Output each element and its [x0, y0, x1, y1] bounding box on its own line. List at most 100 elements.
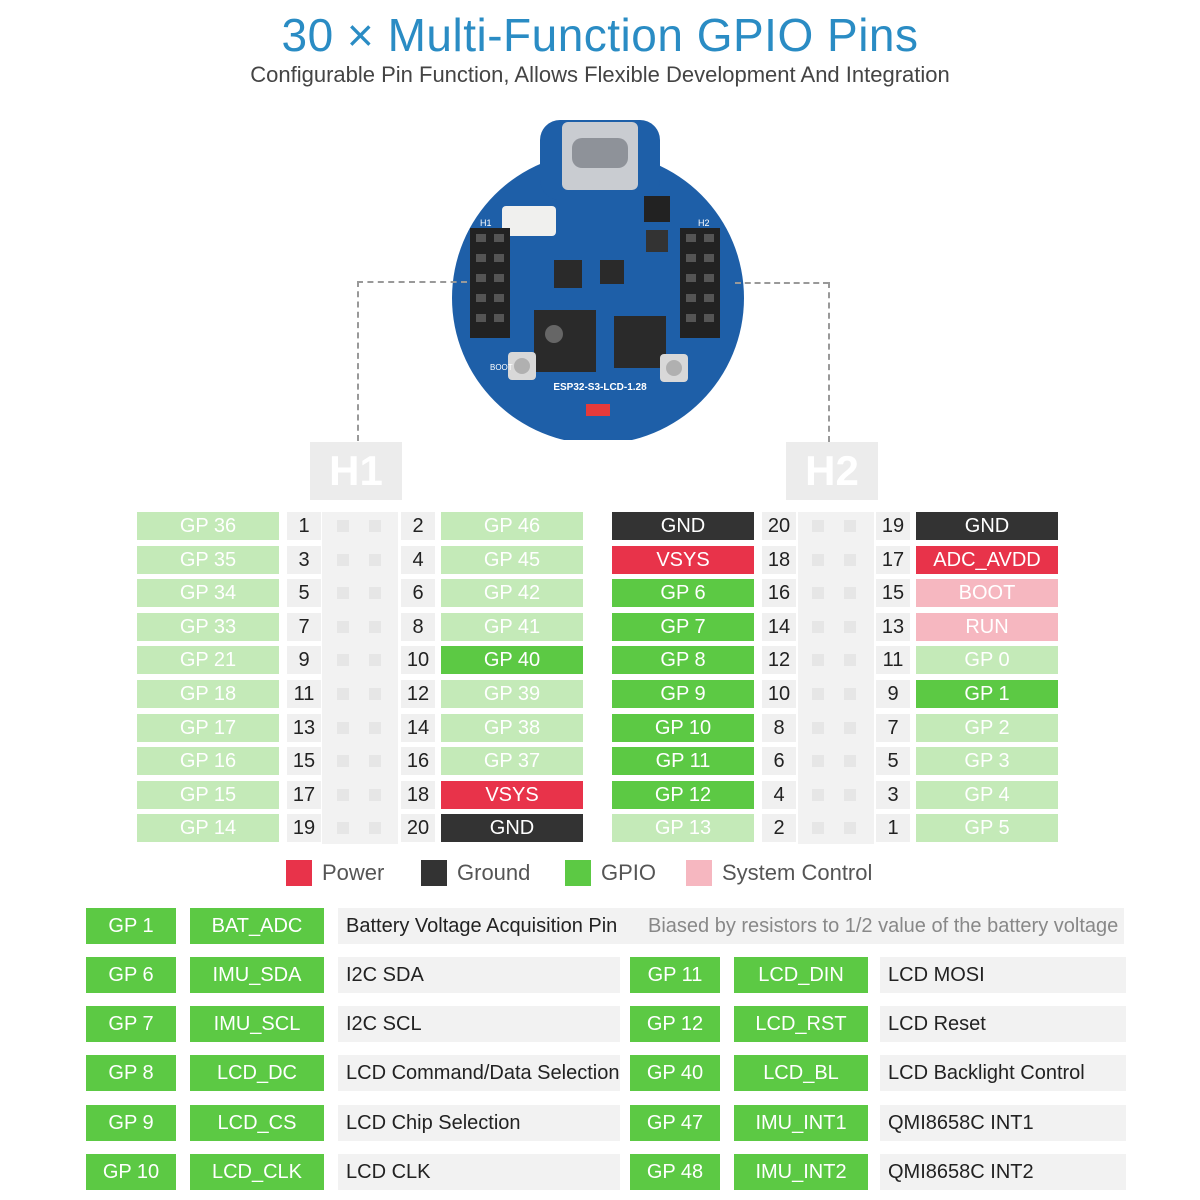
pin-label: GP 46 [441, 512, 583, 540]
pin-pad [844, 822, 856, 835]
pin-number: 13 [876, 612, 910, 641]
pin-label: GP 38 [441, 713, 583, 742]
pin-number: 4 [762, 780, 796, 809]
pin-label: GP 14 [137, 814, 279, 843]
pin-pad [337, 788, 349, 801]
pin-pad [812, 654, 824, 667]
pin-label: BOOT [916, 579, 1058, 608]
pin-number: 3 [287, 545, 321, 574]
pin-pad [337, 620, 349, 633]
pin-label: GP 33 [137, 612, 279, 641]
legend-label: Ground [457, 860, 531, 885]
function-pin: GP 6 [86, 957, 176, 993]
pin-pad [844, 520, 856, 532]
page-subtitle: Configurable Pin Function, Allows Flexib… [250, 62, 950, 87]
function-pin: GP 47 [630, 1104, 720, 1141]
pin-label: GP 34 [137, 579, 279, 608]
pin-pad [369, 822, 381, 835]
pin-pad [337, 587, 349, 600]
pin-pad [812, 520, 824, 532]
pin-label: GP 3 [916, 747, 1058, 776]
legend-power: Power [286, 858, 384, 888]
function-name: IMU_SCL [190, 1006, 324, 1043]
function-description: LCD Backlight Control [880, 1055, 1126, 1092]
board-label: ESP32-S3-LCD-1.28 [553, 382, 647, 393]
pin-label: GP 41 [441, 612, 583, 641]
pin-number: 17 [876, 545, 910, 574]
function-pin: GP 1 [86, 908, 176, 944]
pin-number: 12 [401, 680, 435, 708]
function-name: BAT_ADC [190, 908, 324, 944]
pin-label: GP 18 [137, 680, 279, 708]
pin-pad [369, 520, 381, 532]
flash-chip [614, 316, 666, 368]
pin-pad [369, 721, 381, 734]
pin-number: 6 [762, 747, 796, 776]
function-name: IMU_INT1 [734, 1104, 868, 1141]
function-name: LCD_CS [190, 1104, 324, 1141]
pin-label: ADC_AVDD [916, 545, 1058, 574]
pin-number: 19 [287, 814, 321, 843]
pin-number: 5 [876, 747, 910, 776]
legend-label: Power [322, 860, 385, 885]
legend-swatch [421, 860, 447, 886]
function-description: Battery Voltage Acquisition Pin Biased b… [338, 908, 1124, 944]
function-name: LCD_BL [734, 1055, 868, 1092]
pin-label: GP 1 [916, 680, 1058, 708]
function-pin: GP 40 [630, 1055, 720, 1092]
pin-label: GP 15 [137, 780, 279, 809]
pin-number: 20 [762, 512, 796, 540]
pin-number: 9 [287, 646, 321, 675]
pin-pad [844, 721, 856, 734]
pin-label: GP 35 [137, 545, 279, 574]
function-description: LCD MOSI [880, 957, 1126, 993]
pin-label: VSYS [612, 545, 754, 574]
pin-pad [369, 688, 381, 700]
function-description: LCD Command/Data Selection [338, 1055, 620, 1092]
pin-pad [369, 587, 381, 600]
function-description: QMI8658C INT2 [880, 1153, 1126, 1190]
function-pin: GP 7 [86, 1006, 176, 1043]
function-name: LCD_DC [190, 1055, 324, 1092]
function-desc-text: Battery Voltage Acquisition Pin [346, 915, 618, 937]
legend-label: GPIO [601, 860, 657, 885]
pin-number: 10 [401, 646, 435, 675]
pin-pad [812, 788, 824, 801]
h1-connector-line [357, 281, 467, 283]
legend-label: System Control [722, 860, 873, 885]
pin-label: GP 5 [916, 814, 1058, 843]
pin-label: GP 0 [916, 646, 1058, 675]
pin-label: GP 12 [612, 780, 754, 809]
pin-label: GP 21 [137, 646, 279, 675]
function-description: I2C SCL [338, 1006, 620, 1043]
pin-label: GP 13 [612, 814, 754, 843]
pin-label: GP 36 [137, 512, 279, 540]
pin-pad [844, 587, 856, 600]
pin-pad [844, 688, 856, 700]
pin-number: 16 [401, 747, 435, 776]
function-name: LCD_CLK [190, 1153, 324, 1190]
pin-pad [844, 553, 856, 566]
h1-connector-line [357, 281, 359, 441]
pin-pad [812, 721, 824, 734]
function-name: IMU_SDA [190, 957, 324, 993]
pin-label: GP 11 [612, 747, 754, 776]
function-pin: GP 8 [86, 1055, 176, 1092]
legend-swatch [686, 860, 712, 886]
pin-label: GP 16 [137, 747, 279, 776]
function-pin: GP 12 [630, 1006, 720, 1043]
function-pin: GP 48 [630, 1153, 720, 1190]
pin-pad [337, 654, 349, 667]
pin-pad [337, 688, 349, 700]
boot-silk-label: BOOT [490, 363, 513, 372]
pin-number: 15 [876, 579, 910, 608]
pin-pad [369, 755, 381, 768]
pin-label: GP 9 [612, 680, 754, 708]
pin-number: 4 [401, 545, 435, 574]
legend-system-control: System Control [686, 858, 872, 888]
legend-ground: Ground [421, 858, 530, 888]
pin-number: 2 [762, 814, 796, 843]
function-description: LCD Reset [880, 1006, 1126, 1043]
pin-label: GND [441, 814, 583, 843]
pin-label: GP 4 [916, 780, 1058, 809]
